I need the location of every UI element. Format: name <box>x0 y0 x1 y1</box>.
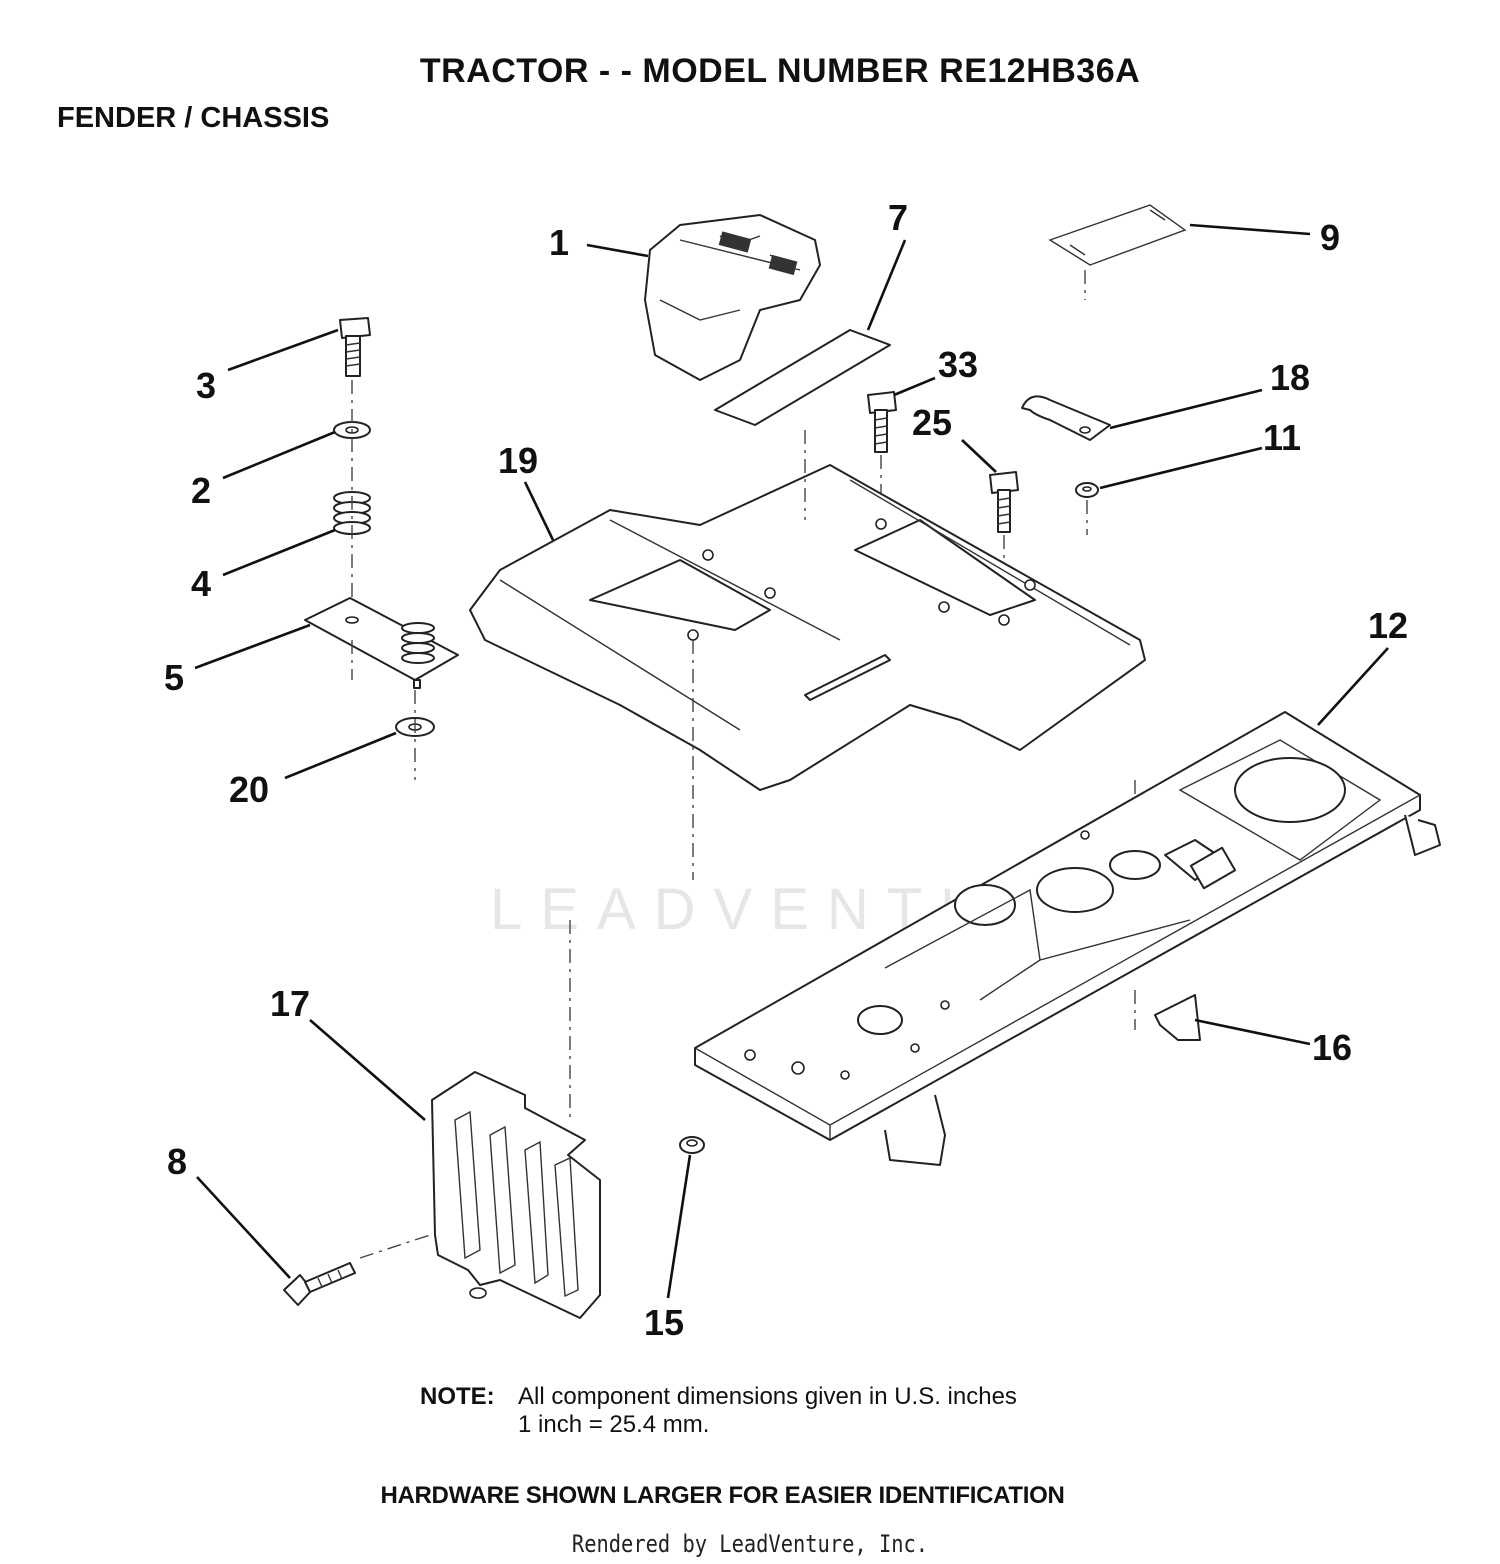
part-17-plate <box>431 1071 601 1319</box>
part-16-tab <box>1154 994 1201 1041</box>
footer-credit: Rendered by LeadVenture, Inc. <box>571 1530 929 1558</box>
note-line-1: All component dimensions given in U.S. i… <box>518 1383 1017 1410</box>
part-33-bolt <box>867 391 897 520</box>
part-9-latch <box>1048 204 1187 300</box>
dimension-note: NOTE: All component dimensions given in U… <box>420 1383 1017 1439</box>
callout-20: 20 <box>229 769 269 810</box>
part-19-fender <box>469 464 1146 791</box>
part-11-nut <box>1075 482 1099 535</box>
part-18-clamp <box>1021 395 1111 441</box>
callout-33: 33 <box>938 344 978 385</box>
callout-9: 9 <box>1320 217 1340 258</box>
callout-25: 25 <box>912 402 952 443</box>
part-15-nut <box>679 1136 705 1154</box>
callout-8: 8 <box>167 1141 187 1182</box>
callout-19: 19 <box>498 440 538 481</box>
callout-3: 3 <box>196 365 216 406</box>
part-1-seat-bracket <box>644 214 821 381</box>
callout-11: 11 <box>1263 417 1301 458</box>
part-8-bolt <box>283 1262 356 1306</box>
callout-4: 4 <box>191 563 211 604</box>
diagram-title: TRACTOR - - MODEL NUMBER RE12HB36A <box>419 52 1141 90</box>
leader-lines <box>194 223 1389 1299</box>
callout-5: 5 <box>164 657 184 698</box>
callout-7: 7 <box>888 197 908 238</box>
note-label: NOTE: <box>420 1383 495 1410</box>
part-3-bolt <box>339 317 371 377</box>
part-12-chassis-frame <box>694 711 1441 1166</box>
note-line-2: 1 inch = 25.4 mm. <box>518 1411 710 1438</box>
callout-12: 12 <box>1368 605 1408 646</box>
callout-16: 16 <box>1312 1027 1352 1068</box>
callout-18: 18 <box>1270 357 1310 398</box>
callout-1: 1 <box>549 222 569 263</box>
callout-15: 15 <box>644 1302 684 1343</box>
note-text: All component dimensions given in U.S. i… <box>518 1383 1017 1439</box>
callout-2: 2 <box>191 470 211 511</box>
part-7-decal <box>714 329 891 426</box>
diagram-subtitle: FENDER / CHASSIS <box>57 102 330 134</box>
callout-17: 17 <box>270 983 310 1024</box>
part-5-spring-plate <box>304 597 459 689</box>
hardware-note: HARDWARE SHOWN LARGER FOR EASIER IDENTIF… <box>380 1482 1065 1509</box>
